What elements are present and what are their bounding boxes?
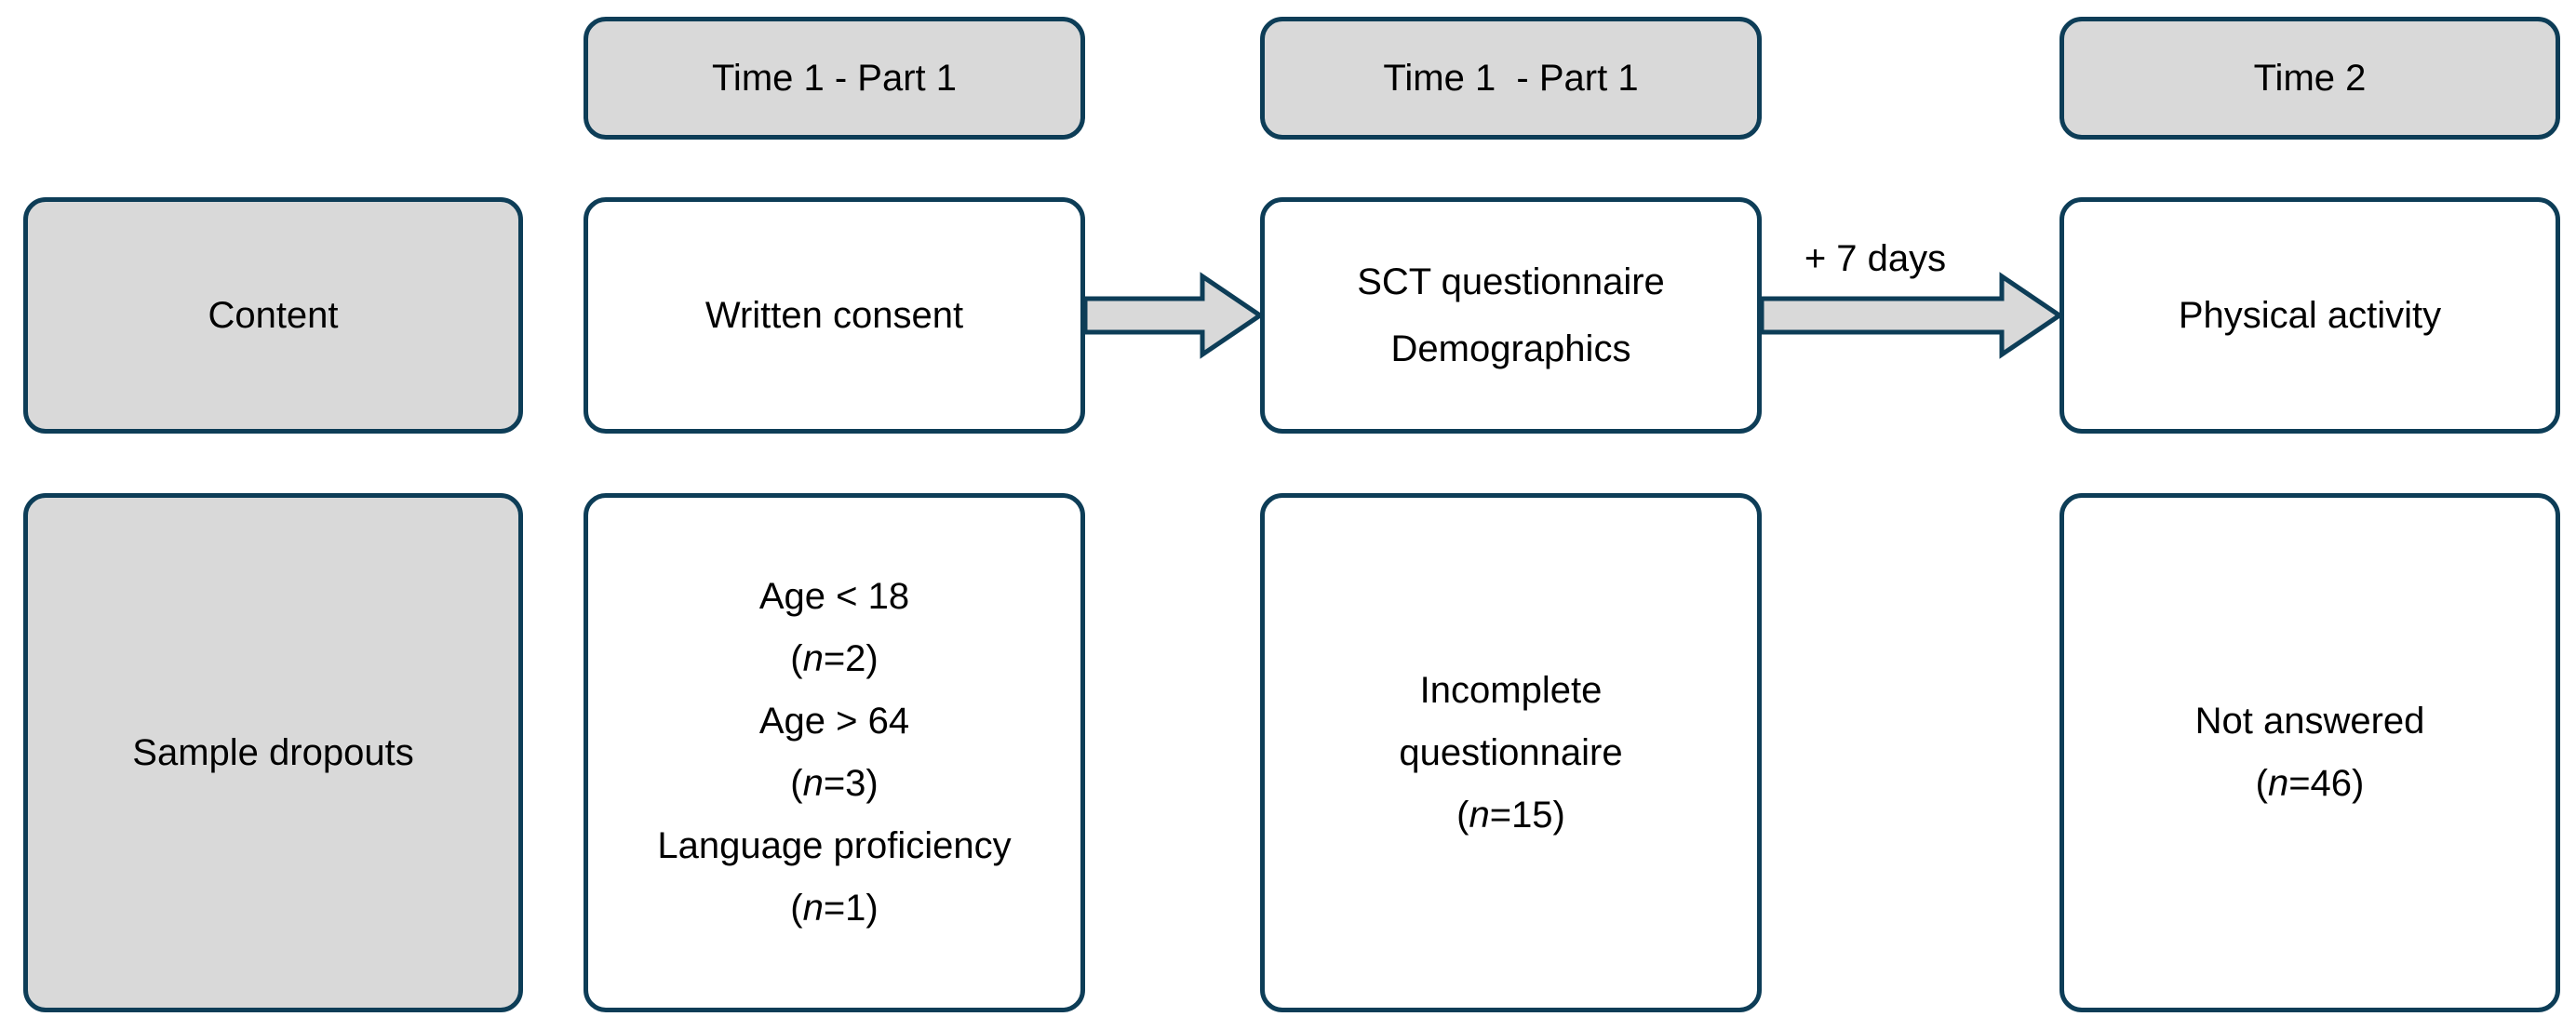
cell-physical-activity-text: Physical activity	[2178, 295, 2442, 336]
row-label-sample-dropouts-text: Sample dropouts	[132, 732, 414, 773]
header-time1-part1-second-label: Time 1 - Part 1	[1383, 58, 1639, 99]
flow-arrow-2-svg	[1759, 272, 2064, 359]
cell-physical-activity: Physical activity	[2059, 197, 2560, 434]
header-time1-part1: Time 1 - Part 1	[584, 17, 1085, 140]
arrow-duration-label: + 7 days	[1804, 238, 1947, 279]
flow-arrow-2-icon	[1759, 272, 2064, 359]
flow-arrow-2-shape	[1759, 272, 2064, 359]
cell-written-consent: Written consent	[584, 197, 1085, 434]
row-label-sample-dropouts: Sample dropouts	[23, 493, 523, 1012]
header-time2-label: Time 2	[2253, 58, 2367, 99]
cell-dropouts-time1-part1-text: Age < 18(n=2)Age > 64(n=3)Language profi…	[657, 576, 1012, 929]
cell-written-consent-text: Written consent	[704, 295, 964, 336]
flow-arrow-1-svg	[1082, 272, 1265, 359]
cell-dropouts-time2: Not answered(n=46)	[2059, 493, 2560, 1012]
flow-arrow-1-icon	[1082, 272, 1265, 359]
header-time1-part1-label: Time 1 - Part 1	[711, 58, 958, 99]
header-time1-part1-second: Time 1 - Part 1	[1260, 17, 1762, 140]
flow-arrow-1-shape	[1082, 272, 1265, 359]
row-label-content: Content	[23, 197, 523, 434]
cell-dropouts-time1-part1: Age < 18(n=2)Age > 64(n=3)Language profi…	[584, 493, 1085, 1012]
header-time2: Time 2	[2059, 17, 2560, 140]
cell-dropouts-time2-text: Not answered(n=46)	[2194, 701, 2425, 804]
row-label-content-text: Content	[208, 295, 339, 336]
